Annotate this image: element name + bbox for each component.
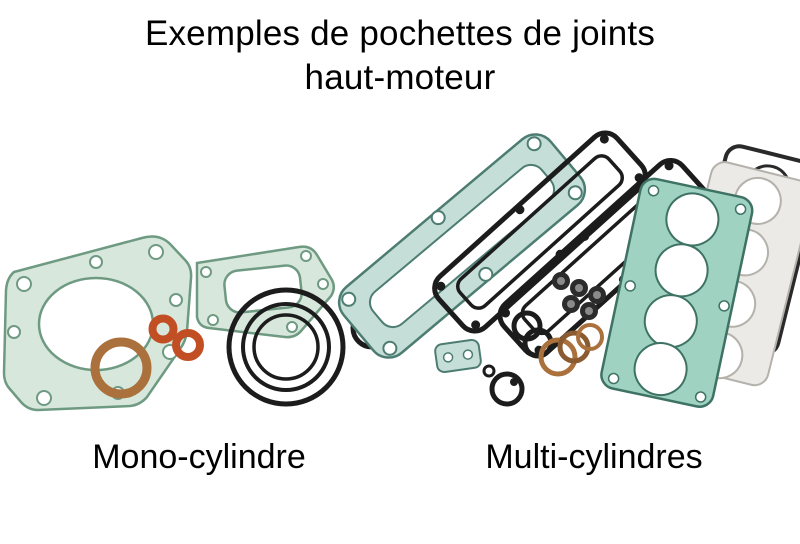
valve-stem-seals (552, 272, 606, 320)
caption-mono-cylindre: Mono-cylindre (92, 438, 306, 476)
small-plate-gasket (434, 338, 482, 374)
page-title: Exemples de pochettes de joints haut-mot… (0, 12, 800, 100)
copper-washers (538, 323, 604, 377)
caption-multi-cylindres: Multi-cylindres (485, 438, 703, 476)
cover-gasket-outline-1 (432, 130, 648, 334)
cover-gasket-teal (337, 133, 587, 359)
multi-head-gasket (600, 177, 754, 408)
mono-cylinder-gasket-set (2, 235, 394, 412)
title-line-1: Exemples de pochettes de joints (144, 14, 656, 53)
copper-washer (90, 337, 152, 399)
oil-seal-ring (482, 364, 525, 407)
multi-cylinder-gasket-set (337, 130, 800, 408)
orange-seal-washers (148, 314, 204, 361)
title-line-2: haut-moteur (304, 58, 496, 98)
